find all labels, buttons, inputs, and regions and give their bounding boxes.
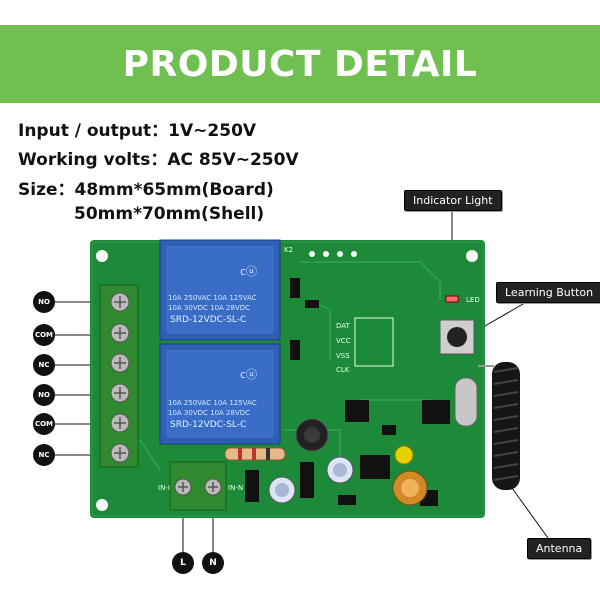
- svg-text:IN-L: IN-L: [158, 484, 172, 492]
- terminal-label-no-1: NO: [33, 291, 55, 313]
- svg-text:cⓤ: cⓤ: [240, 368, 257, 381]
- callout-indicator-light: Indicator Light: [404, 190, 502, 211]
- pcb-board: [90, 240, 485, 518]
- svg-text:cⓤ: cⓤ: [240, 265, 257, 278]
- banner-title: PRODUCT DETAIL: [122, 43, 478, 85]
- header-banner: PRODUCT DETAIL: [0, 25, 600, 103]
- terminal-block-left: [99, 284, 139, 468]
- svg-text:DAT: DAT: [336, 322, 351, 330]
- svg-text:VSS: VSS: [336, 352, 350, 360]
- crystal: [454, 377, 478, 427]
- svg-text:SRD-12VDC-SL-C: SRD-12VDC-SL-C: [170, 315, 246, 325]
- terminal-label-l: L: [172, 552, 194, 574]
- spec-volts: Working volts：AC 85V~250V: [18, 150, 299, 170]
- svg-text:IN-N: IN-N: [228, 484, 243, 492]
- antenna-coil: [478, 362, 520, 490]
- terminal-label-com-2: COM: [33, 413, 55, 435]
- callout-antenna: Antenna: [527, 538, 592, 559]
- svg-text:10A 250VAC 10A 125VAC: 10A 250VAC 10A 125VAC: [168, 294, 257, 302]
- terminal-label-nc-2: NC: [33, 444, 55, 466]
- spec-io: Input / output：1V~250V: [18, 121, 257, 141]
- terminal-label-com-1: COM: [33, 324, 55, 346]
- spec-size-shell: 50mm*70mm(Shell): [74, 204, 265, 224]
- relay-bottom: 10A 250VAC 10A 125VAC 10A 30VDC 10A 28VD…: [159, 343, 281, 445]
- terminal-label-n: N: [202, 552, 224, 574]
- indicator-led-shape: [445, 295, 459, 303]
- svg-text:K2: K2: [284, 246, 293, 254]
- svg-text:VCC: VCC: [336, 337, 351, 345]
- svg-text:10A 30VDC 10A 28VDC: 10A 30VDC 10A 28VDC: [168, 409, 250, 417]
- spec-size-board: Size：48mm*65mm(Board): [18, 180, 274, 200]
- terminal-label-no-2: NO: [33, 384, 55, 406]
- callout-learning-button: Learning Button: [496, 282, 600, 303]
- svg-text:SRD-12VDC-SL-C: SRD-12VDC-SL-C: [170, 420, 246, 430]
- relay-top: 10A 250VAC 10A 125VAC 10A 30VDC 10A 28VD…: [159, 239, 281, 341]
- terminal-label-nc-1: NC: [33, 354, 55, 376]
- svg-text:10A 250VAC 10A 125VAC: 10A 250VAC 10A 125VAC: [168, 399, 257, 407]
- svg-text:CLK: CLK: [336, 366, 350, 374]
- svg-text:LED: LED: [466, 296, 480, 304]
- svg-text:10A 30VDC 10A 28VDC: 10A 30VDC 10A 28VDC: [168, 304, 250, 312]
